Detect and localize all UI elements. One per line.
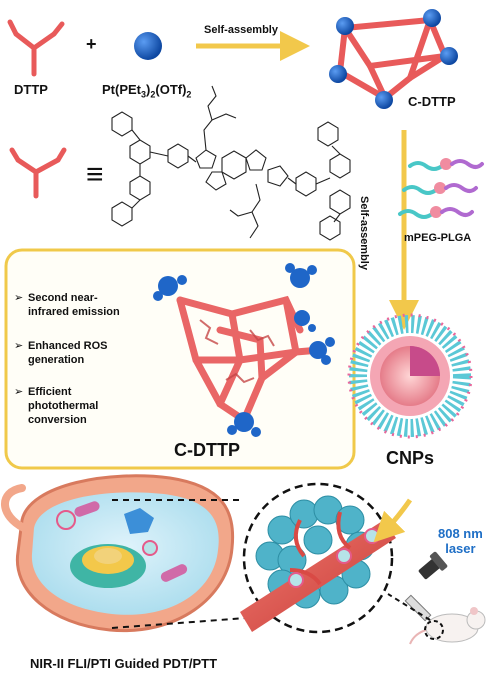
plus-sign: + (86, 34, 97, 54)
pt-complex-label: Pt(PEt3)2(OTf)2 (102, 82, 192, 100)
dttp-ligand-small-icon (9, 147, 67, 199)
framework-caption: C-DTTP (174, 440, 240, 460)
laser-beam-icon (373, 498, 413, 543)
zoom-lines (111, 499, 247, 629)
chemical-structure (111, 85, 351, 241)
self-assembly-label: Self-assembly (204, 24, 278, 36)
dttp-ligand-icon (7, 19, 65, 77)
framework-structure (153, 263, 335, 437)
flashlight-icon (418, 551, 448, 580)
polymer-chain-icon (398, 158, 484, 219)
equivalence-symbol: ≡ (86, 158, 104, 191)
bottom-caption: NIR-II FLI/PTI Guided PDT/PTT (30, 656, 218, 671)
cage-icon (329, 9, 458, 109)
cnps-label: CNPs (386, 448, 435, 468)
vertical-self-assembly-label: Self-assembly (358, 196, 370, 270)
polymer-label: mPEG-PLGA (404, 232, 472, 244)
cdttp-label: C-DTTP (408, 94, 456, 109)
nanoparticle-icon (347, 313, 473, 439)
feature-item: ➢Second near-infrared emission (14, 292, 120, 318)
dttp-label: DTTP (14, 82, 48, 97)
pt-node-icon (134, 32, 162, 60)
tumor-zoom (240, 482, 396, 634)
cell-illustration (1, 474, 235, 633)
mouse-icon (409, 607, 486, 645)
